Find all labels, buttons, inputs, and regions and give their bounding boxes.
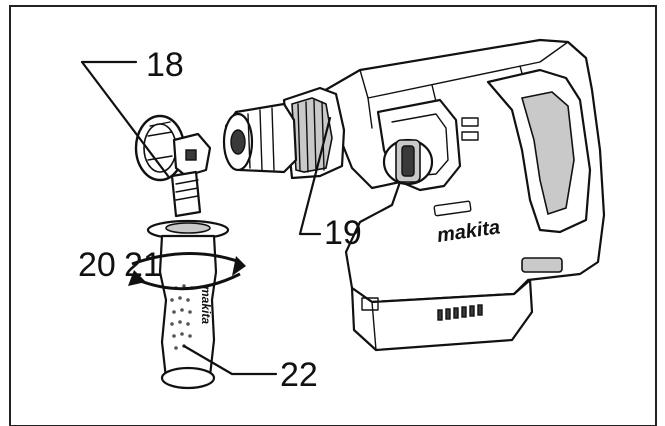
callout-19: 19 <box>324 214 362 252</box>
battery-vents <box>437 304 483 321</box>
battery-pack <box>350 257 563 352</box>
callout-18: 18 <box>146 46 184 84</box>
callout-22: 22 <box>280 356 318 394</box>
grip-band-ring <box>134 114 212 182</box>
rotation-arrow <box>128 251 246 291</box>
diagram-border <box>9 5 657 426</box>
side-grip-illustration: makita <box>128 114 246 390</box>
chuck-collar <box>282 86 346 180</box>
callout-20: 20 <box>78 246 116 284</box>
rotary-hammer-illustration: makita <box>222 38 606 352</box>
handle-logo: makita <box>199 286 213 324</box>
callout-21: 21 <box>124 246 162 284</box>
mode-change-knob <box>382 138 434 186</box>
leader-lines <box>80 60 332 376</box>
tool-chuck <box>222 102 298 174</box>
handle-grip-insert <box>520 91 575 216</box>
side-grip-handle: makita <box>158 234 218 390</box>
